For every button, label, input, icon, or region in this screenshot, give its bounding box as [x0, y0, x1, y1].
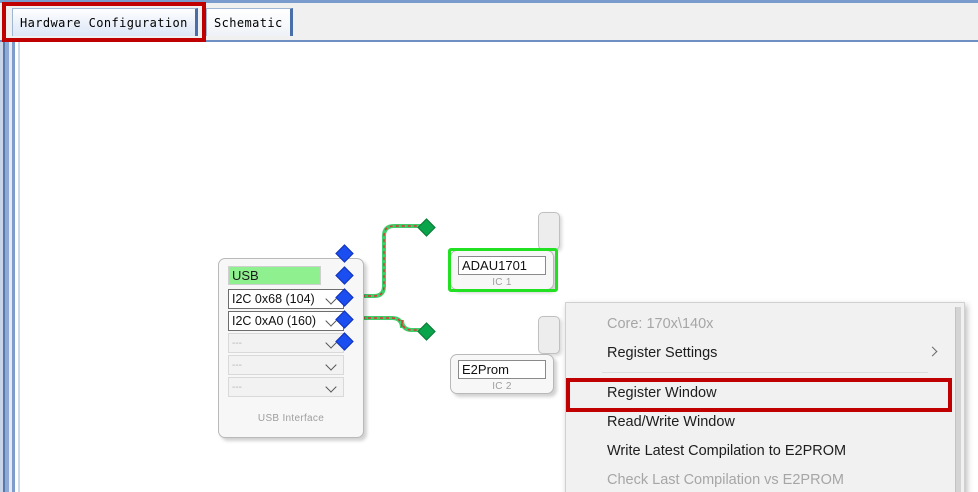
menu-separator: [602, 372, 928, 373]
tab-schematic[interactable]: Schematic: [206, 8, 293, 36]
usb-device-row-3-value: ---: [232, 337, 242, 349]
splitter-band: [18, 42, 20, 492]
usb-device-row-5-value: ---: [232, 381, 242, 393]
menu-item-check-last-compilation-vs-e2prom: Check Last Compilation vs E2PROM: [566, 465, 964, 492]
usb-device-row-1-value: I2C 0x68 (104): [232, 292, 315, 306]
connection-wires: [344, 224, 426, 332]
tab-bar-filler: [292, 6, 978, 40]
usb-device-row-4[interactable]: ---: [228, 355, 344, 375]
tab-bar-top-line: [0, 0, 978, 3]
menu-item-read-write-window-label: Read/Write Window: [607, 413, 735, 430]
e2prom-stack-card: [538, 316, 560, 354]
menu-item-register-window[interactable]: Register Window: [566, 378, 964, 407]
adau1701-footer: IC 1: [492, 277, 512, 288]
adau1701-block[interactable]: ADAU1701 IC 1: [450, 250, 554, 290]
e2prom-block[interactable]: E2Prom IC 2: [450, 354, 554, 394]
splitter-band: [9, 42, 12, 492]
menu-item-register-settings-label: Register Settings: [607, 344, 718, 361]
splitter-band: [3, 42, 5, 492]
menu-item-write-latest-compilation-to-e2prom-label: Write Latest Compilation to E2PROM: [607, 442, 847, 459]
menu-item-read-write-window[interactable]: Read/Write Window: [566, 407, 964, 436]
usb-device-row-2[interactable]: I2C 0xA0 (160): [228, 311, 344, 331]
usb-device-row-3[interactable]: ---: [228, 333, 344, 353]
menu-item-check-last-compilation-vs-e2prom-label: Check Last Compilation vs E2PROM: [607, 471, 844, 488]
usb-block-footer: USB Interface: [257, 413, 325, 424]
usb-block-title: USB: [228, 266, 321, 285]
splitter-band: [12, 42, 15, 492]
menu-item-write-latest-compilation-to-e2prom[interactable]: Write Latest Compilation to E2PROM: [566, 436, 964, 465]
tab-bar: Hardware Configuration Schematic: [0, 0, 978, 42]
menu-item-register-window-label: Register Window: [607, 384, 717, 401]
chevron-down-icon[interactable]: [326, 360, 337, 371]
e2prom-footer: IC 2: [492, 381, 512, 392]
hardware-configuration-canvas[interactable]: USB I2C 0x68 (104) I2C 0xA0 (160) --- --…: [22, 44, 978, 492]
chevron-right-icon: [928, 347, 938, 357]
menu-item-register-settings[interactable]: Register Settings: [566, 338, 964, 367]
menu-item-core-info: Core: 170x\140x: [566, 309, 964, 338]
e2prom-name-field[interactable]: E2Prom: [458, 360, 546, 379]
tab-hardware-configuration-label: Hardware Configuration: [20, 15, 188, 30]
adau1701-stack-card: [538, 212, 560, 250]
adau1701-name-field[interactable]: ADAU1701: [458, 256, 546, 275]
usb-device-row-5[interactable]: ---: [228, 377, 344, 397]
left-panel-splitter[interactable]: [0, 42, 22, 492]
tab-hardware-configuration[interactable]: Hardware Configuration: [12, 8, 198, 36]
chevron-down-icon[interactable]: [326, 382, 337, 393]
splitter-band: [20, 42, 22, 492]
usb-device-row-1[interactable]: I2C 0x68 (104): [228, 289, 344, 309]
tab-schematic-label: Schematic: [214, 15, 283, 30]
splitter-band: [15, 42, 18, 492]
splitter-band: [5, 42, 9, 492]
usb-interface-block[interactable]: USB I2C 0x68 (104) I2C 0xA0 (160) --- --…: [218, 258, 364, 438]
usb-device-row-4-value: ---: [232, 359, 242, 371]
context-menu-edge: [955, 307, 961, 492]
menu-item-core-info-label: Core: 170x\140x: [607, 315, 714, 332]
splitter-band: [0, 42, 3, 492]
context-menu[interactable]: Core: 170x\140x Register Settings Regist…: [565, 302, 965, 492]
usb-device-row-2-value: I2C 0xA0 (160): [232, 314, 317, 328]
